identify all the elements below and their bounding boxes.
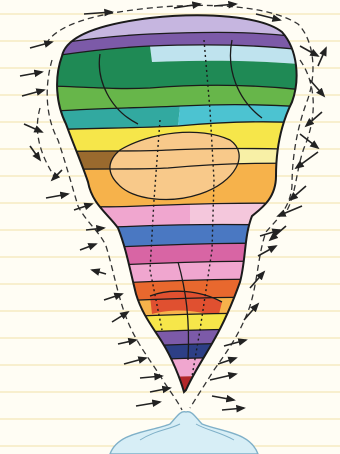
diagram-figure bbox=[0, 0, 340, 454]
diagram-canvas bbox=[0, 0, 340, 454]
